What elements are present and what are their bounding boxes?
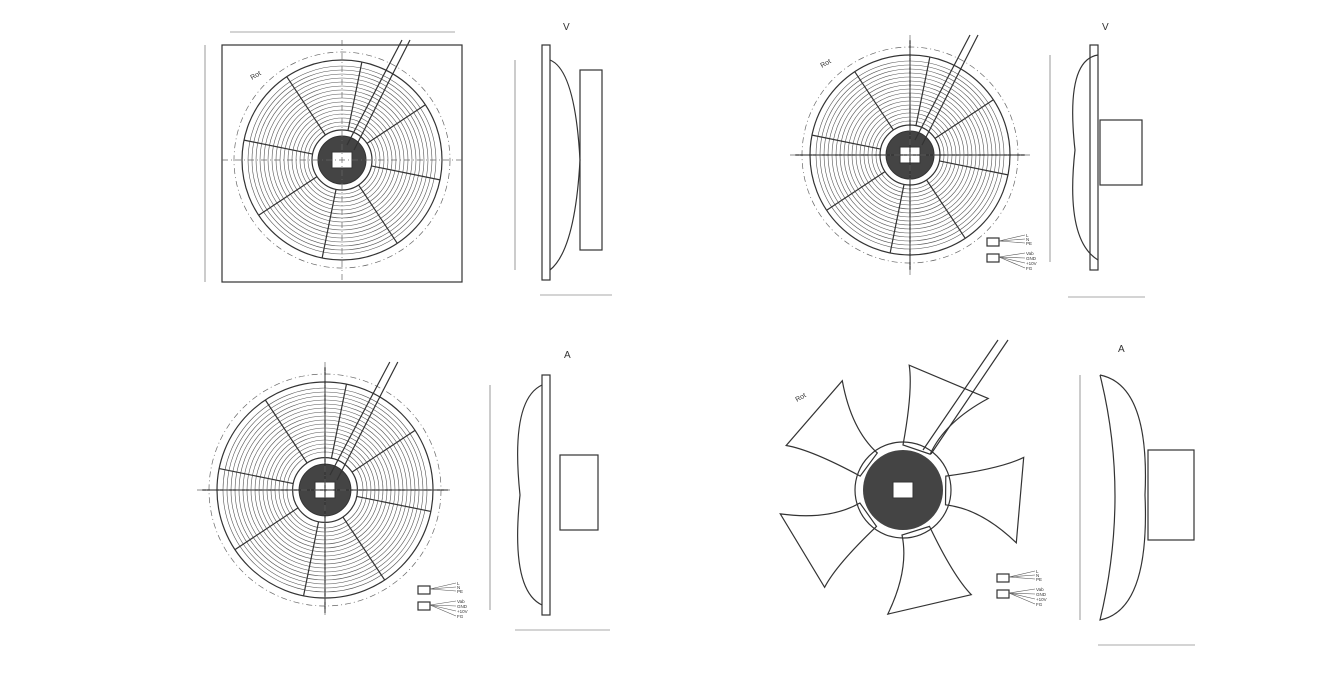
cable <box>922 339 1009 455</box>
guard-spoke <box>243 139 313 155</box>
guard-spoke <box>889 184 905 254</box>
view-label: A <box>1118 344 1125 355</box>
guard-wire <box>255 73 429 247</box>
wire-label: +10V <box>1026 261 1037 266</box>
outline-circle <box>233 51 451 269</box>
rotation-label: Rot <box>795 392 808 404</box>
impeller-blade <box>944 456 1025 545</box>
guard-spoke <box>264 399 308 464</box>
guard-spoke <box>219 467 294 485</box>
guard-spoke <box>342 516 386 581</box>
fan3-side-view: A <box>489 350 610 631</box>
guard-spoke <box>351 429 416 473</box>
impeller-blade <box>902 364 990 455</box>
cable <box>329 361 399 481</box>
guard-spoke <box>258 176 318 216</box>
wire-label: GND <box>1026 256 1037 261</box>
wire-label: Vab <box>457 599 465 604</box>
wire-label: PE <box>1036 577 1042 582</box>
guard-spoke <box>321 189 337 259</box>
motor-hub <box>854 441 952 539</box>
motor-hub <box>311 129 373 191</box>
guard-wire <box>267 85 417 235</box>
guard-wire <box>271 89 413 231</box>
fan4-side-view: A <box>1079 344 1195 646</box>
guard-spoke <box>939 160 1009 176</box>
guard-spoke <box>854 71 894 131</box>
guard-spoke <box>366 104 426 144</box>
wire-label: +10V <box>457 609 468 614</box>
impeller-blade <box>785 379 879 477</box>
guard-spoke <box>234 507 299 551</box>
wire-label: PE <box>457 589 463 594</box>
guard-spoke <box>330 384 348 459</box>
guard-spoke <box>356 495 431 513</box>
wire-label: N <box>1026 237 1029 242</box>
wire-label: GND <box>1036 592 1047 597</box>
guard-spoke <box>347 61 363 131</box>
view-label: V <box>563 22 570 33</box>
rotation-label: Rot <box>250 70 263 82</box>
wire-label: Vab <box>1036 587 1044 592</box>
guard-spoke <box>371 165 441 181</box>
view-label: V <box>1102 22 1109 33</box>
impeller-blade <box>779 502 878 589</box>
rotation-label: Rot <box>820 58 833 70</box>
wire-label: N <box>1036 573 1039 578</box>
guard-spoke <box>934 99 994 139</box>
wire-label: +10V <box>1036 597 1047 602</box>
guard-spoke <box>915 56 931 126</box>
guard-spoke <box>811 134 881 150</box>
wire-label: FG <box>1026 266 1033 271</box>
wire-label: L <box>457 581 460 586</box>
cable <box>346 39 411 151</box>
wire-label: N <box>457 585 460 590</box>
wire-label: L <box>1026 233 1029 238</box>
wire-label: GND <box>457 604 468 609</box>
wire-label: L <box>1036 569 1039 574</box>
guard-ring <box>241 59 443 261</box>
guard-wire <box>307 125 377 195</box>
fan1-front-view: Rot <box>204 31 463 283</box>
guard-wire <box>259 77 425 243</box>
guard-spoke <box>286 76 326 136</box>
wire-label: FG <box>457 614 464 619</box>
guard-spoke <box>826 171 886 211</box>
view-label: A <box>564 350 571 361</box>
guard-spoke <box>302 521 320 596</box>
wire-label: PE <box>1026 241 1032 246</box>
wire-label: FG <box>1036 602 1043 607</box>
terminal-box <box>892 481 914 499</box>
guard-spoke <box>926 179 966 239</box>
wire-label: Vab <box>1026 251 1034 256</box>
cable <box>914 34 979 146</box>
fan2-side-view: V <box>1049 22 1145 298</box>
fan1-side-view: V <box>514 22 612 296</box>
guard-spoke <box>358 184 398 244</box>
impeller-blade <box>886 525 973 615</box>
